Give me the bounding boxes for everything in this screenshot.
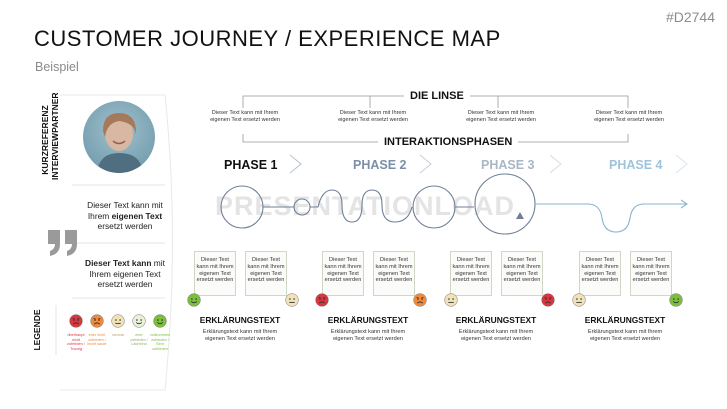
phase-4-emotion-1	[572, 293, 586, 307]
face-icon	[669, 293, 683, 307]
legend-item-2	[90, 314, 104, 328]
phase-3-emotion-2	[541, 293, 555, 307]
legend-label-5: vollkommen zufrieden / Sehr zufrieden	[149, 333, 171, 351]
quote-2-line-2: Ihrem eigenen Text	[89, 268, 161, 279]
face-icon	[572, 293, 586, 307]
phase-1-erklaerung-text: Erklärungstext kann mit Ihrem eigenen Te…	[202, 329, 278, 342]
linse-text-2: Dieser Text kann mit Ihrem eigenen Text …	[338, 110, 408, 123]
legend-item-1	[69, 314, 83, 328]
quote-1-pre: Ihrem	[87, 210, 112, 221]
face-icon	[90, 314, 104, 328]
quote-2-post: mit	[151, 258, 165, 268]
phase-2-emotion-1	[315, 293, 329, 307]
legend-label-1: überhaupt nicht zufrieden / Traurig	[67, 333, 85, 351]
legend-item-3	[111, 314, 125, 328]
quote-1-bold: eigenen Text	[111, 210, 163, 221]
quote-1-line-1: Dieser Text kann mit	[87, 200, 163, 210]
phase-1-card-1: Dieser Text kann mit Ihrem eigenen Text …	[194, 251, 236, 296]
linse-text-3: Dieser Text kann mit Ihrem eigenen Text …	[466, 110, 536, 123]
quote-icon	[48, 230, 77, 256]
quote-2-line-3: ersetzt werden	[97, 279, 153, 289]
legend-label-4: eher zufrieden / Lächelnd	[130, 333, 148, 347]
face-icon	[444, 293, 458, 307]
phase-2-card-2: Dieser Text kann mit Ihrem eigenen Text …	[373, 251, 415, 296]
phase-3-erklaerung-text: Erklärungstext kann mit Ihrem eigenen Te…	[458, 329, 534, 342]
phase-2-card-1: Dieser Text kann mit Ihrem eigenen Text …	[322, 251, 364, 296]
quote-1-line-3: ersetzt werden	[97, 221, 153, 231]
face-icon	[187, 293, 201, 307]
phase-3-emotion-1	[444, 293, 458, 307]
phase-2-emotion-2	[413, 293, 427, 307]
linse-text-4: Dieser Text kann mit Ihrem eigenen Text …	[594, 110, 664, 123]
face-icon	[111, 314, 125, 328]
phase-label-2: PHASE 2	[353, 158, 407, 172]
phase-4-erklaerung-text: Erklärungstext kann mit Ihrem eigenen Te…	[587, 329, 663, 342]
linse-title: DIE LINSE	[404, 90, 470, 102]
legend-item-4	[132, 314, 146, 328]
phase-3-erklaerung-title: ERKLÄRUNGSTEXT	[455, 315, 537, 325]
linse-text-1: Dieser Text kann mit Ihrem eigenen Text …	[210, 110, 280, 123]
page-title: CUSTOMER JOURNEY / EXPERIENCE MAP	[34, 26, 501, 51]
face-icon	[132, 314, 146, 328]
phase-label-4: PHASE 4	[609, 158, 663, 172]
phase-1-erklaerung-title: ERKLÄRUNGSTEXT	[199, 315, 281, 325]
phase-2-erklaerung-title: ERKLÄRUNGSTEXT	[327, 315, 409, 325]
phase-4-card-1: Dieser Text kann mit Ihrem eigenen Text …	[579, 251, 621, 296]
quote-1: Dieser Text kann mit Ihrem eigenen Text …	[78, 200, 172, 232]
face-icon	[413, 293, 427, 307]
phase-4-erklaerung-title: ERKLÄRUNGSTEXT	[584, 315, 666, 325]
phase-label-1: PHASE 1	[224, 158, 278, 172]
phase-3-card-1: Dieser Text kann mit Ihrem eigenen Text …	[450, 251, 492, 296]
face-icon	[285, 293, 299, 307]
phase-3-card-2: Dieser Text kann mit Ihrem eigenen Text …	[501, 251, 543, 296]
page-subtitle: Beispiel	[35, 60, 79, 74]
interaktion-title: INTERAKTIONSPHASEN	[378, 136, 519, 148]
legend-item-5	[153, 314, 167, 328]
slide-code: #D2744	[665, 9, 715, 25]
face-icon	[153, 314, 167, 328]
phase-1-emotion-1	[187, 293, 201, 307]
face-icon	[541, 293, 555, 307]
quote-1-line-2: Ihrem eigenen Text	[78, 211, 172, 222]
legend-label-2: eher nicht zufrieden / leicht sauer	[87, 333, 107, 347]
phase-4-emotion-2	[669, 293, 683, 307]
legend-label-3: neutral	[112, 333, 124, 337]
quote-2-line-1: Dieser Text kann mit	[78, 258, 172, 269]
phase-1-emotion-2	[285, 293, 299, 307]
phase-2-erklaerung-text: Erklärungstext kann mit Ihrem eigenen Te…	[330, 329, 406, 342]
quote-2: Dieser Text kann mit Ihrem eigenen Text …	[78, 258, 172, 290]
watermark: PRESENTATIONLOAD	[215, 191, 516, 221]
quote-2-bold: Dieser Text kann	[85, 258, 152, 268]
phase-1-card-2: Dieser Text kann mit Ihrem eigenen Text …	[245, 251, 287, 296]
phase-4-card-2: Dieser Text kann mit Ihrem eigenen Text …	[630, 251, 672, 296]
avatar	[83, 101, 155, 173]
phase-label-3: PHASE 3	[481, 158, 535, 172]
face-icon	[315, 293, 329, 307]
person-icon	[97, 113, 143, 173]
face-icon	[69, 314, 83, 328]
